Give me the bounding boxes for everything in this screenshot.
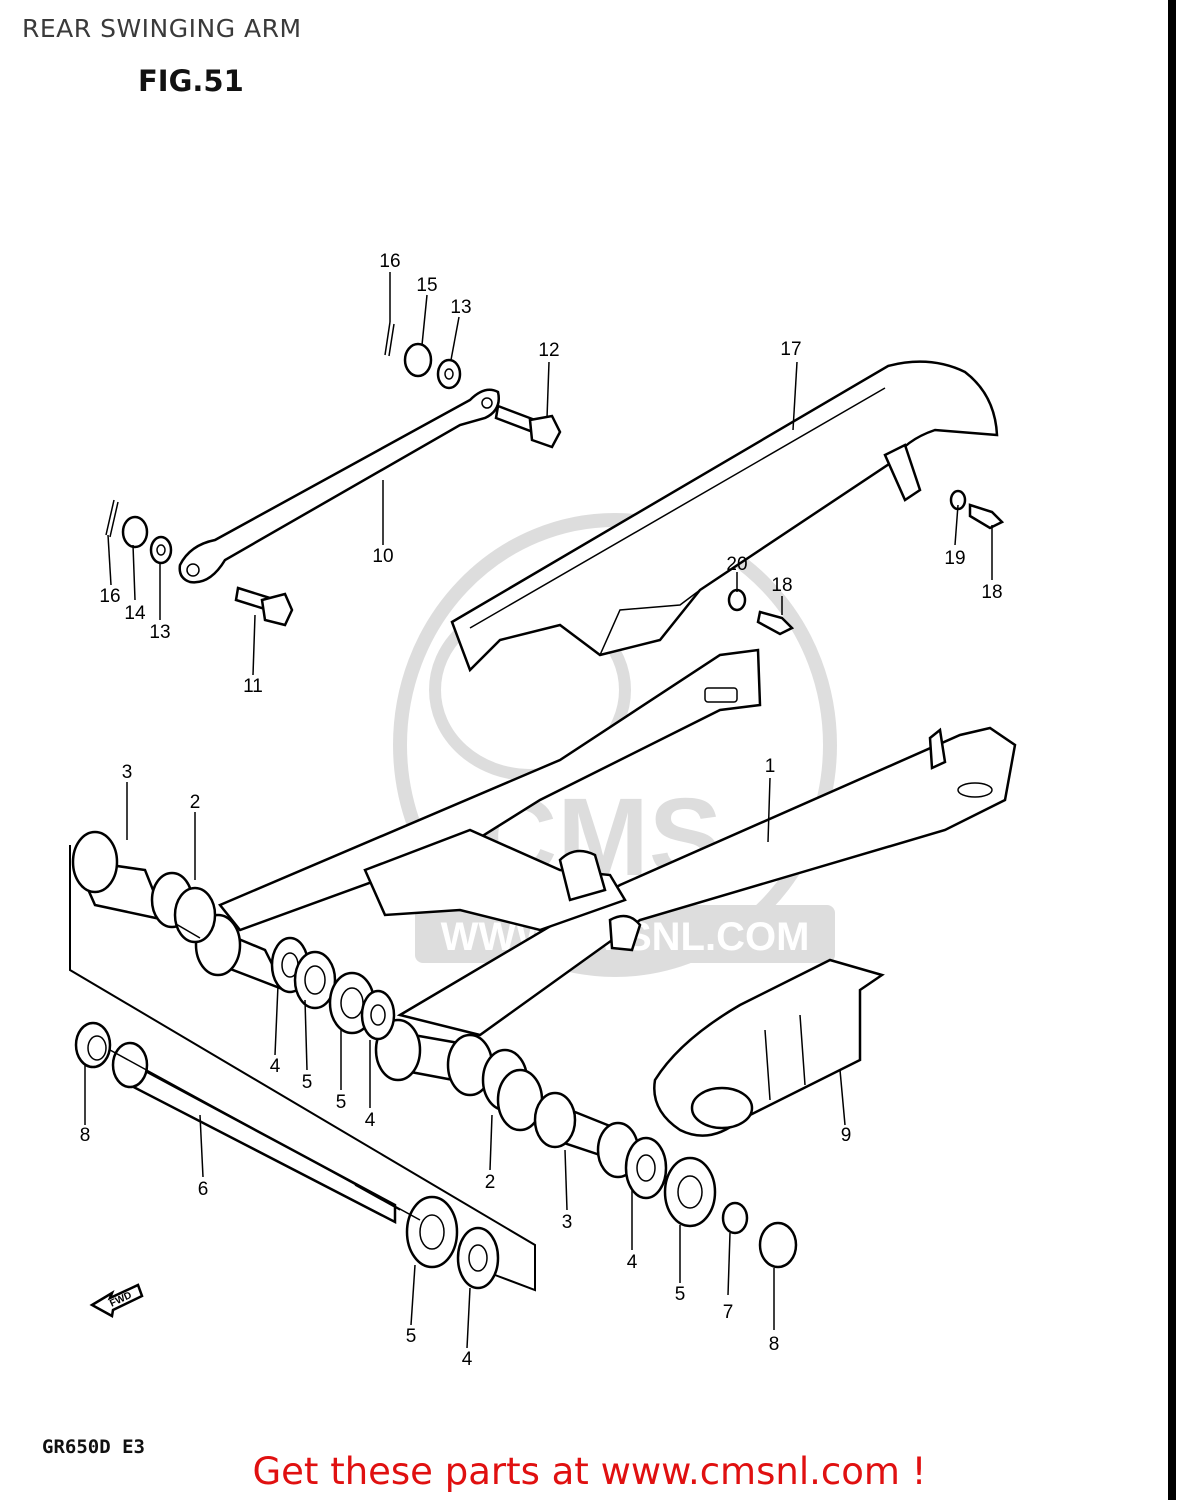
callout-20[interactable]: 20	[726, 554, 747, 575]
callout-16-lower[interactable]: 16	[99, 586, 120, 607]
callout-2-left[interactable]: 2	[190, 792, 201, 813]
fwd-arrow: FWD	[89, 1283, 144, 1318]
spacer-3-left[interactable]	[71, 830, 168, 922]
bolt-11[interactable]	[234, 586, 294, 627]
bearing-2-right[interactable]	[481, 1048, 544, 1132]
cap-8-left[interactable]	[74, 1021, 112, 1069]
bolt-12[interactable]	[494, 404, 562, 449]
washer-13-lower[interactable]	[149, 535, 173, 565]
callout-13-lower[interactable]: 13	[149, 622, 170, 643]
callout-6[interactable]: 6	[198, 1179, 209, 1200]
callout-1[interactable]: 1	[765, 756, 776, 777]
callout-3-right[interactable]: 3	[562, 1212, 573, 1233]
cap-8-right[interactable]	[758, 1221, 798, 1269]
callout-labels: 1 2 2 3 3 4 4 4 4 5 5 5 5 6 7 8 8 9 10 1…	[80, 251, 1003, 1370]
cotter-pin-16-lower[interactable]	[105, 499, 119, 538]
page-title: REAR SWINGING ARM	[22, 14, 302, 43]
nut-14[interactable]	[121, 515, 149, 549]
callout-5-d[interactable]: 5	[406, 1326, 417, 1347]
callout-14[interactable]: 14	[124, 603, 146, 624]
callout-18-right[interactable]: 18	[981, 582, 1002, 603]
callout-3-left[interactable]: 3	[122, 762, 133, 783]
callout-12[interactable]: 12	[538, 340, 559, 361]
right-border	[1168, 0, 1176, 1500]
callout-17[interactable]: 17	[780, 339, 801, 360]
chain-case[interactable]	[450, 360, 999, 673]
seal-5-c[interactable]	[663, 1156, 717, 1228]
nut-15[interactable]	[403, 342, 433, 378]
washer-4-c[interactable]	[624, 1136, 668, 1200]
callout-11[interactable]: 11	[243, 676, 263, 697]
callout-4-a[interactable]: 4	[270, 1056, 281, 1077]
callout-5-c[interactable]: 5	[675, 1284, 686, 1305]
callout-15[interactable]: 15	[416, 275, 437, 296]
bolt-18-lower[interactable]	[756, 610, 795, 636]
callout-9[interactable]: 9	[841, 1125, 852, 1146]
callout-10[interactable]: 10	[372, 546, 393, 567]
nut-7[interactable]	[721, 1201, 749, 1235]
leader-lines	[84, 272, 993, 1349]
swinging-arm[interactable]	[217, 648, 1017, 1037]
pivot-shaft[interactable]	[111, 1041, 401, 1225]
assembly-line-shaft	[109, 1049, 421, 1221]
washer-20[interactable]	[727, 588, 747, 612]
spacer-3-right[interactable]	[533, 1091, 640, 1179]
callout-18-center[interactable]: 18	[771, 575, 792, 596]
callout-5-b[interactable]: 5	[336, 1092, 347, 1113]
callout-4-c[interactable]: 4	[627, 1252, 638, 1273]
callout-8-right[interactable]: 8	[769, 1334, 780, 1355]
torque-rod[interactable]	[178, 388, 500, 584]
washer-4-b[interactable]	[360, 989, 396, 1041]
model-code: GR650D E3	[42, 1436, 145, 1458]
washer-4-d[interactable]	[456, 1226, 500, 1290]
cotter-pin-16-upper[interactable]	[384, 321, 395, 357]
bolt-18-upper[interactable]	[968, 503, 1005, 530]
callout-4-d[interactable]: 4	[462, 1349, 473, 1370]
assembly-line-left	[69, 845, 536, 1292]
callout-19[interactable]: 19	[944, 548, 965, 569]
callout-5-a[interactable]: 5	[302, 1072, 313, 1093]
seal-5-a[interactable]	[293, 950, 337, 1010]
callout-2-right[interactable]: 2	[485, 1172, 496, 1193]
promo-link[interactable]: Get these parts at www.cmsnl.com !	[252, 1450, 927, 1493]
callout-7[interactable]: 7	[723, 1302, 734, 1323]
callout-13-upper[interactable]: 13	[450, 297, 471, 318]
seal-5-d[interactable]	[405, 1195, 459, 1269]
callout-4-b[interactable]: 4	[365, 1110, 376, 1131]
washer-13-upper[interactable]	[436, 358, 462, 390]
chain-buffer[interactable]	[653, 958, 885, 1137]
figure-label: FIG.51	[138, 64, 244, 98]
callout-8-left[interactable]: 8	[80, 1125, 91, 1146]
callout-16-upper[interactable]: 16	[379, 251, 400, 272]
bearing-2-left[interactable]	[150, 871, 217, 944]
